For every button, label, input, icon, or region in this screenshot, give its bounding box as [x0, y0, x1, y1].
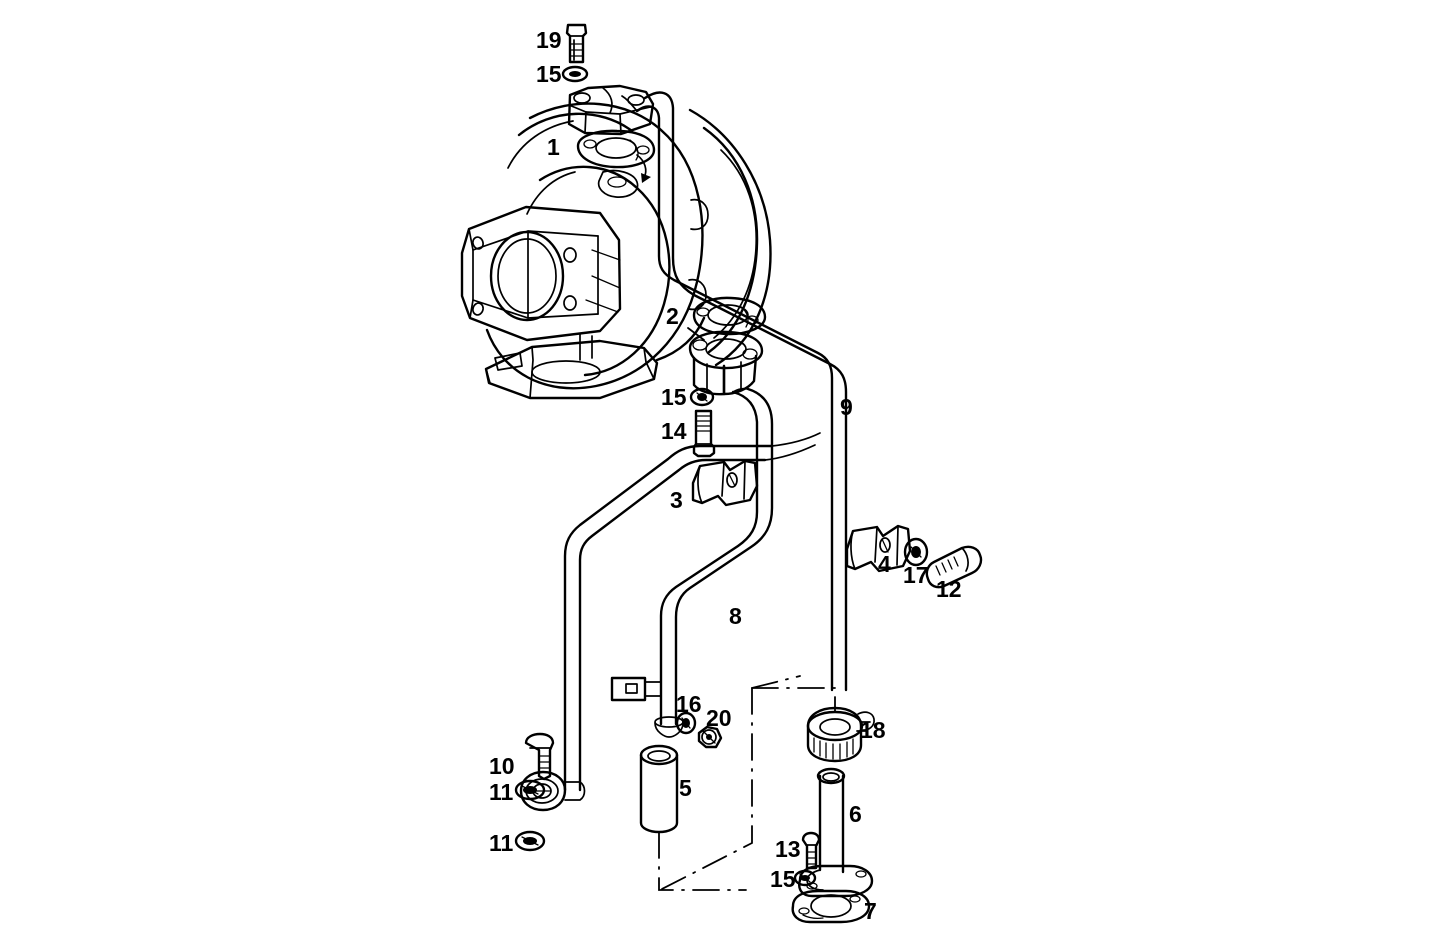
pipe-clamp-3: [691, 459, 759, 507]
washer-15-lower: [793, 869, 817, 887]
callout-18: 18: [860, 717, 886, 743]
bolt-19: [565, 23, 588, 64]
washer-15-mid: [689, 387, 715, 407]
washer-17: [903, 537, 929, 567]
callout-13: 13: [775, 836, 801, 862]
oil-supply-pipe-9: [621, 91, 848, 692]
callout-15-mid: 15: [661, 384, 687, 410]
callout-6: 6: [849, 801, 862, 827]
callout-7: 7: [864, 898, 877, 924]
banjo-bolt-14: [692, 409, 716, 458]
assembly-reference-lines: [658, 675, 836, 891]
callout-11-lower: 11: [489, 830, 514, 856]
union-nut-20: [697, 725, 723, 749]
sealing-ring-11-upper: [514, 779, 546, 801]
turbo-oil-inlet-flange: [567, 84, 656, 198]
callout-16: 16: [676, 691, 702, 717]
oil-return-tube-6: [798, 767, 874, 898]
callout-10: 10: [489, 753, 515, 779]
callout-4: 4: [878, 551, 891, 577]
turbocharger-body: [460, 84, 772, 400]
union-nut-18: [806, 706, 875, 763]
callout-12: 12: [936, 576, 962, 602]
callout-9: 9: [840, 394, 853, 420]
callout-2: 2: [666, 303, 679, 329]
washer-15-top: [561, 65, 589, 83]
oil-return-pipe-8-right: [610, 387, 774, 738]
callout-15-lower: 15: [770, 866, 796, 892]
o-ring-16: [675, 711, 697, 735]
callout-15-top: 15: [536, 61, 562, 87]
callout-1: 1: [547, 134, 560, 160]
callout-8: 8: [729, 603, 742, 629]
bolt-13: [801, 831, 821, 870]
callout-20: 20: [706, 705, 732, 731]
pipe-clamp-4: [845, 524, 912, 573]
turbo-oil-outlet-flange: [687, 296, 767, 396]
callout-5: 5: [679, 775, 692, 801]
callout-17: 17: [903, 562, 929, 588]
callout-3: 3: [670, 487, 683, 513]
sleeve-5: [639, 744, 679, 834]
callout-14: 14: [661, 418, 687, 444]
hollow-screw-10: [524, 732, 555, 781]
callout-19: 19: [536, 27, 562, 53]
screw-12: [925, 545, 983, 589]
callout-11-upper: 11: [489, 779, 514, 805]
sealing-ring-11-lower: [514, 830, 546, 852]
flange-gasket-7: [791, 889, 871, 924]
